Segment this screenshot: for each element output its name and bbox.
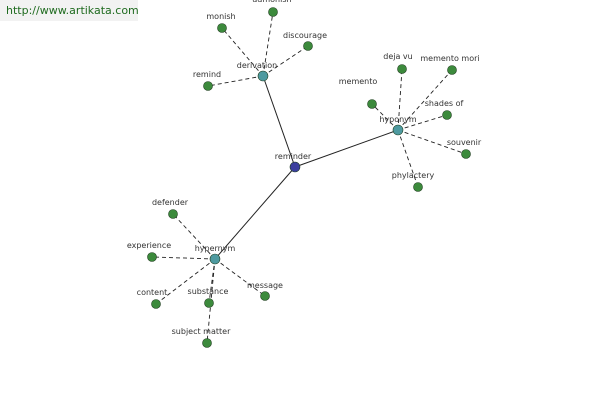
nodes-layer: admonish monish discourage remind derivation… [127, 0, 482, 348]
leaf-discourage-node[interactable] [303, 41, 313, 51]
edge-hyponym-memento [371, 103, 399, 131]
leaf-subject-matter-label[interactable]: subject matter [172, 327, 231, 336]
group-derivation-node[interactable] [257, 70, 269, 82]
leaf-discourage-label[interactable]: discourage [283, 31, 327, 40]
leaf-message-node[interactable] [260, 291, 270, 301]
edge-hypernym-experience [151, 256, 216, 260]
edge-derivation-monish [221, 27, 264, 77]
leaf-remind-label[interactable]: remind [193, 70, 221, 79]
center-reminder-label[interactable]: reminder [275, 152, 312, 161]
leaf-experience-node[interactable] [147, 252, 157, 262]
leaf-monish-node[interactable] [217, 23, 227, 33]
edge-center-hypernym [214, 166, 296, 260]
leaf-admonish-label[interactable]: admonish [252, 0, 291, 4]
leaf-souvenir-label[interactable]: souvenir [447, 138, 482, 147]
center-reminder-node[interactable] [289, 161, 301, 173]
leaf-memento-mori-label[interactable]: memento mori [420, 54, 479, 63]
leaf-shades-of-label[interactable]: shades of [425, 99, 464, 108]
edge-hypernym-content [155, 258, 216, 305]
edge-derivation-admonish [262, 11, 274, 77]
leaf-defender-label[interactable]: defender [152, 198, 189, 207]
leaf-memento-mori-node[interactable] [447, 65, 457, 75]
edge-hyponym-shades-of [397, 114, 448, 131]
group-hypernym-label[interactable]: hypernym [195, 244, 236, 253]
edge-hyponym-phylactery [397, 129, 419, 188]
group-hyponym-label[interactable]: hyponym [379, 115, 417, 124]
edge-center-hyponym [294, 129, 399, 168]
group-derivation-label[interactable]: derivation [237, 61, 277, 70]
leaf-deja-vu-label[interactable]: deja vu [383, 52, 412, 61]
edge-hyponym-souvenir [397, 129, 467, 155]
group-hyponym-node[interactable] [392, 124, 404, 136]
leaf-memento-node[interactable] [367, 99, 377, 109]
edge-derivation-remind [207, 75, 264, 87]
edge-hypernym-defender [172, 213, 216, 260]
leaf-subject-matter-node[interactable] [202, 338, 212, 348]
leaf-content-label[interactable]: content [137, 288, 168, 297]
edge-hypernym-message [214, 258, 266, 297]
group-hypernym-node[interactable] [209, 253, 221, 265]
edge-hyponym-deja-vu [397, 68, 403, 131]
leaf-message-label[interactable]: message [247, 281, 283, 290]
leaf-souvenir-node[interactable] [461, 149, 471, 159]
leaf-phylactery-node[interactable] [413, 182, 423, 192]
leaf-memento-label[interactable]: memento [339, 77, 378, 86]
leaf-substance-label[interactable]: substance [188, 287, 229, 296]
watermark-link[interactable]: http://www.artikata.com [0, 0, 139, 21]
edge-derivation-discourage [262, 45, 309, 77]
leaf-deja-vu-node[interactable] [397, 64, 407, 74]
leaf-content-node[interactable] [151, 299, 161, 309]
leaf-monish-label[interactable]: monish [206, 12, 235, 21]
leaf-experience-label[interactable]: experience [127, 241, 171, 250]
leaf-remind-node[interactable] [203, 81, 213, 91]
edge-hypernym-substance [208, 258, 216, 304]
leaf-phylactery-label[interactable]: phylactery [392, 171, 435, 180]
leaf-substance-node[interactable] [204, 298, 214, 308]
leaf-defender-node[interactable] [168, 209, 178, 219]
leaf-shades-of-node[interactable] [442, 110, 452, 120]
edges-layer [151, 11, 467, 344]
leaf-admonish-node[interactable] [268, 7, 278, 17]
edge-center-derivation [262, 75, 296, 168]
